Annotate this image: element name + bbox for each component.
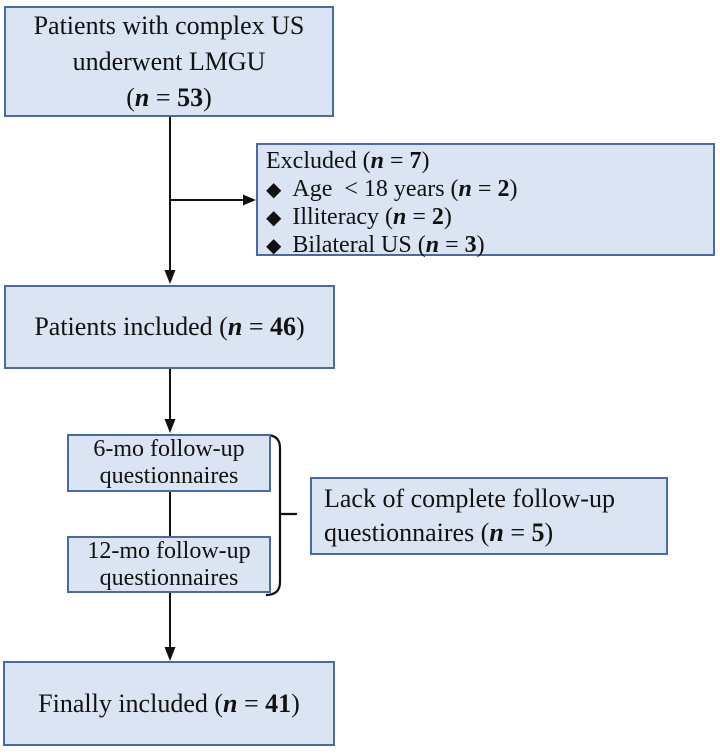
box-text-line: Lack of complete follow-up	[324, 484, 615, 513]
box-excluded: Excluded (n = 7) ◆ Age < 18 years (n = 2…	[256, 143, 715, 259]
box-text-line: Patients included (n = 46)	[34, 312, 305, 341]
box-patients-underwent-lmgu: Patients with complex US underwent LMGU …	[4, 6, 334, 117]
arrow-branch-to-excluded-head	[243, 194, 256, 206]
box-text-line: 12-mo follow-up	[87, 537, 251, 564]
box-6mo-followup: 6-mo follow-up questionnaires	[67, 434, 271, 492]
excluded-item-text: Illiteracy (n = 2)	[292, 204, 452, 230]
box-text-line: questionnaires (n = 5)	[324, 518, 554, 547]
excluded-header: Excluded (n = 7)	[266, 148, 430, 174]
box-text-line: 6-mo follow-up	[93, 436, 245, 462]
box-text-line: underwent LMGU	[72, 46, 266, 76]
excluded-item-text: Age < 18 years (n = 2)	[292, 176, 518, 202]
box-text-line: (n = 53)	[126, 82, 212, 112]
excluded-item: ◆ Bilateral US (n = 3)	[266, 231, 705, 259]
box-lack-of-followup: Lack of complete follow-up questionnaire…	[310, 477, 668, 555]
diamond-bullet-icon: ◆	[266, 177, 282, 201]
arrow-top-to-included-head	[164, 270, 176, 284]
box-text-line: Patients with complex US	[33, 10, 305, 40]
box-finally-included: Finally included (n = 41)	[3, 661, 335, 746]
box-text-line: Finally included (n = 41)	[38, 688, 300, 718]
excluded-item-text: Bilateral US (n = 3)	[292, 232, 485, 258]
diamond-bullet-icon: ◆	[266, 205, 282, 229]
box-text-line: questionnaires	[99, 564, 239, 591]
diamond-bullet-icon: ◆	[266, 233, 282, 257]
excluded-item: ◆ Age < 18 years (n = 2)	[266, 175, 705, 203]
arrow-12mo-to-final-head	[164, 647, 176, 661]
excluded-item: ◆ Illiteracy (n = 2)	[266, 203, 705, 231]
box-12mo-followup: 12-mo follow-up questionnaires	[67, 536, 271, 593]
box-text-line: questionnaires	[99, 463, 239, 489]
box-patients-included: Patients included (n = 46)	[4, 285, 335, 369]
arrow-included-to-6mo-head	[164, 419, 176, 433]
